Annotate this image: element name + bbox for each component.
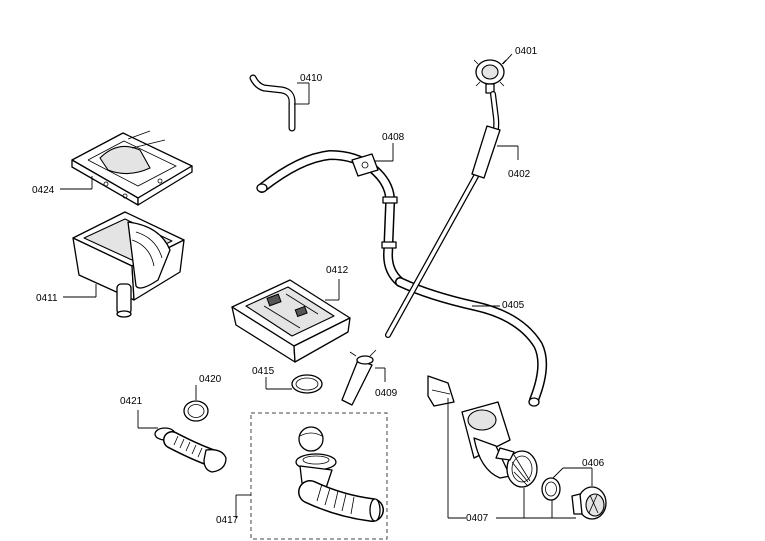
- part-0420-seal-ring[interactable]: [183, 400, 209, 422]
- label-0408[interactable]: 0408: [382, 132, 405, 143]
- label-0402[interactable]: 0402: [508, 169, 531, 180]
- label-0410[interactable]: 0410: [300, 73, 323, 84]
- part-0410-bent-hose[interactable]: [249, 74, 296, 132]
- part-0415-seal-ring[interactable]: [291, 374, 323, 394]
- label-0407[interactable]: 0407: [466, 513, 489, 524]
- label-0406[interactable]: 0406: [582, 458, 605, 469]
- leader-0401: [502, 53, 513, 65]
- label-0412[interactable]: 0412: [326, 265, 349, 276]
- part-0408-main-hose[interactable]: [256, 150, 405, 287]
- part-0417-sump-kit[interactable]: [250, 412, 388, 540]
- part-0411-dispenser-housing[interactable]: [72, 211, 185, 318]
- label-0421[interactable]: 0421: [120, 396, 143, 407]
- label-0420[interactable]: 0420: [199, 374, 222, 385]
- label-0401[interactable]: 0401: [515, 46, 538, 57]
- label-0409[interactable]: 0409: [375, 388, 398, 399]
- part-0421-corrugated-hose[interactable]: [154, 427, 227, 473]
- part-0412-detergent-drawer[interactable]: [231, 279, 351, 363]
- label-0411[interactable]: 0411: [36, 293, 58, 304]
- part-0401-pressure-switch[interactable]: [473, 59, 507, 94]
- part-0402-pressure-tube[interactable]: [385, 91, 501, 338]
- label-0424[interactable]: 0424: [32, 185, 55, 196]
- part-0407-drain-pump[interactable]: [427, 375, 538, 488]
- label-0405[interactable]: 0405: [502, 300, 525, 311]
- part-0406-pump-filter[interactable]: [541, 477, 607, 520]
- part-0405-drain-hose[interactable]: [395, 277, 548, 407]
- part-0409-sensor[interactable]: [341, 349, 377, 406]
- part-0424-dispenser-cover[interactable]: [71, 130, 193, 206]
- label-0415[interactable]: 0415: [252, 366, 275, 377]
- label-0417[interactable]: 0417: [216, 515, 239, 526]
